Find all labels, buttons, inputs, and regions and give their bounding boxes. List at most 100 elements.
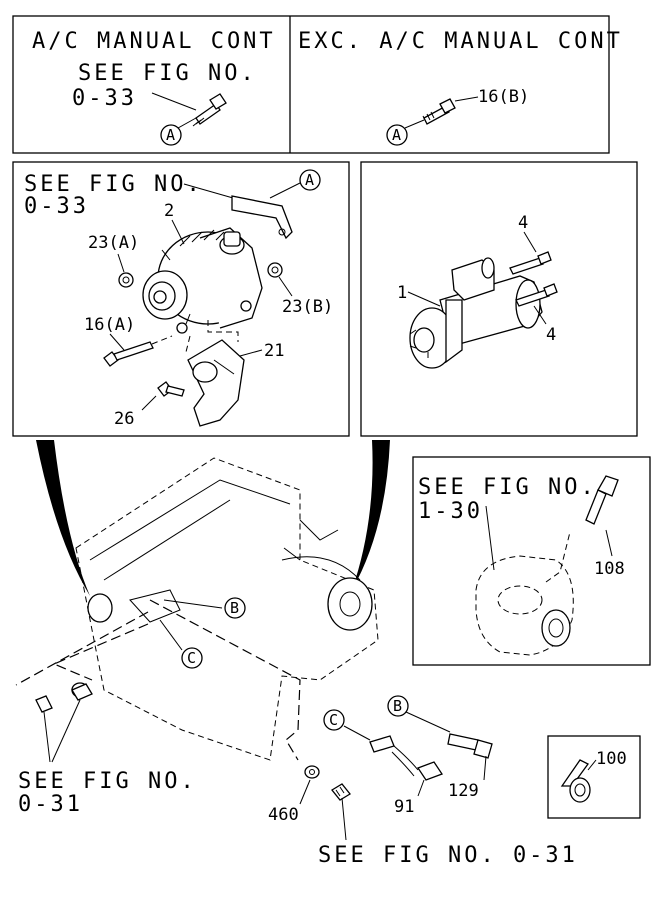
starter-motor [409, 257, 543, 369]
part-108-label: 108 [594, 559, 625, 579]
see-fig-label: SEE FIG NO. [18, 769, 197, 794]
leader-line [533, 305, 547, 325]
engine-port [87, 593, 113, 623]
bolt-4-bottom [515, 283, 558, 307]
dash-line [15, 611, 149, 686]
leader-line [523, 231, 537, 253]
leader-line [404, 119, 425, 129]
leader-line [163, 599, 223, 609]
part-91-label: 91 [394, 797, 414, 817]
alternator-panel-border [12, 161, 350, 437]
part-26-label: 26 [114, 409, 134, 429]
mounting-bracket-21 [187, 339, 245, 427]
sensor-91 [369, 735, 443, 781]
leader-line [183, 183, 241, 201]
aircleaner-panel-border [412, 456, 651, 666]
leader-line [405, 711, 451, 733]
leader-line [151, 92, 197, 111]
leader-line [343, 725, 371, 741]
connector-wedge-left [36, 440, 90, 596]
clip-panel-border [547, 735, 641, 819]
part-16a-label: 16(A) [84, 315, 135, 335]
sensor-marker-b-circle [387, 695, 409, 717]
leader-line [171, 219, 185, 245]
engine-block [75, 457, 379, 761]
engine-edge [281, 556, 361, 581]
part-2-label: 2 [164, 201, 174, 221]
part-23a-label: 23(A) [88, 233, 139, 253]
leader-line [269, 182, 301, 199]
top-panel: A/C MANUAL CONT SEE FIG NO. 0-33 A EXC. … [12, 15, 623, 154]
intake-pipe [475, 555, 574, 656]
sensor-108 [585, 475, 619, 525]
engine-marker-b-circle [224, 597, 246, 619]
marker-a-label: A [392, 126, 401, 144]
dash-line [207, 320, 239, 342]
leader-line [278, 276, 293, 297]
leader-line [417, 779, 425, 797]
part-4-bottom-label: 4 [546, 325, 556, 345]
exc-ac-manual-cont-title: EXC. A/C MANUAL CONT [298, 29, 623, 54]
plug-fitting [331, 783, 351, 801]
leader-line [117, 253, 125, 273]
dash-line [52, 623, 149, 681]
alternator-panel: SEE FIG NO. 0-33 A 2 23(A) [12, 161, 350, 437]
sensor-plug-left [35, 682, 93, 713]
leader-line [587, 759, 597, 771]
leader-line [605, 529, 613, 557]
leader-line [239, 349, 263, 357]
clip-panel: 100 [547, 735, 641, 819]
leader-line [109, 333, 125, 351]
leader-line [454, 96, 479, 102]
part-129-label: 129 [448, 781, 479, 801]
part-1-label: 1 [397, 283, 407, 303]
fig-number: 1-30 [418, 499, 483, 524]
engine-edge [283, 519, 339, 561]
bolt-16a [103, 341, 154, 367]
engine-edge [89, 479, 291, 561]
dash-line [149, 599, 301, 761]
part-23b-label: 23(B) [282, 297, 333, 317]
washer-460 [304, 765, 320, 779]
dash-line [185, 335, 191, 353]
leader-line [177, 117, 197, 129]
fig-number: 0-33 [24, 194, 89, 219]
leader-line [43, 711, 51, 763]
sensor-marker-b-label: B [393, 697, 402, 715]
marker-a-label: A [166, 126, 175, 144]
bolt-4-top [509, 251, 552, 275]
alternator [142, 227, 263, 334]
part-4-top-label: 4 [518, 213, 528, 233]
top-panel-border [12, 15, 610, 154]
starter-panel-border [360, 161, 638, 437]
leader-line [51, 699, 81, 763]
fig-number: 0-33 [72, 86, 137, 111]
leader-line [341, 797, 347, 841]
see-fig-label: SEE FIG NO. [24, 172, 203, 197]
leader-line [485, 505, 495, 571]
bolt-16b [422, 98, 456, 125]
dash-line [545, 531, 571, 583]
engine-edge [103, 499, 231, 581]
part-16b-label: 16(B) [478, 87, 529, 107]
sensor-129 [447, 733, 493, 759]
part-460-label: 460 [268, 805, 299, 825]
leader-line [299, 779, 311, 805]
nut-23a [118, 272, 134, 288]
bolt-part-a [192, 93, 227, 127]
connector-wedge-right [352, 440, 390, 590]
bolt-26 [157, 381, 185, 397]
aircleaner-panel: SEE FIG NO. 1-30 108 [412, 456, 651, 666]
see-fig-label: SEE FIG NO. [418, 475, 597, 500]
dash-line [151, 335, 173, 345]
part-100-label: 100 [596, 749, 627, 769]
part-21-label: 21 [264, 341, 284, 361]
sensor-marker-c-circle [323, 709, 345, 731]
engine-fitting [129, 589, 181, 623]
marker-a-circle [160, 124, 182, 146]
nut-23b [267, 262, 283, 278]
bottom-see-fig-ref: SEE FIG NO. 0-31 [318, 843, 578, 868]
sensor-marker-c-label: C [329, 711, 338, 729]
engine-marker-c-circle [181, 647, 203, 669]
